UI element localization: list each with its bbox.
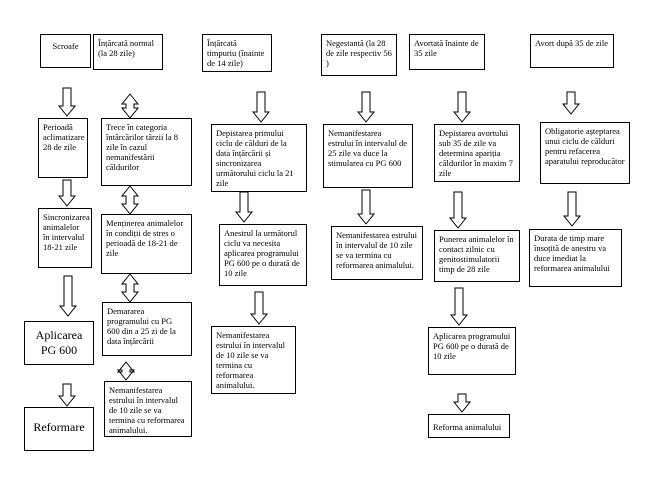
down-arrow bbox=[57, 87, 77, 117]
down-arrow bbox=[58, 275, 78, 317]
intarcari-tarzii-box: Trece în categoria întârcărilor târzii l… bbox=[101, 118, 192, 186]
down-arrow bbox=[356, 189, 376, 225]
down-arrow bbox=[249, 291, 269, 325]
conditii-stres-box: Menținerea animalelor în condiții de str… bbox=[101, 214, 192, 274]
negestanta-box: Negestantă (la 28 de zile respectiv 56 ) bbox=[321, 34, 397, 76]
depistare-avort-box: Depistarea avortului sub 35 de zile va d… bbox=[434, 124, 520, 182]
stimulare-pg600-box: Nemanifestarea estrului în intervalul de… bbox=[323, 124, 413, 188]
intarcata-normal-box: Înțărcată normal (la 28 zile) bbox=[93, 34, 163, 70]
down-arrow bbox=[57, 179, 77, 207]
avortata-inainte-box: Avortată înainte de 35 zile bbox=[409, 34, 485, 70]
anestru-ciclu-box: Anestrul la următorul ciclu va necesita … bbox=[219, 224, 307, 286]
down-arrow bbox=[561, 91, 581, 115]
depistare-ciclu-box: Depistarea primului ciclu de călduri de … bbox=[211, 124, 307, 192]
sincronizare-box: Sincronizarea animalelor în intervalul 1… bbox=[38, 208, 92, 268]
nemanifestare-estru-col4-box: Nemanifestarea estrului în intervalul de… bbox=[331, 226, 423, 280]
down-arrow bbox=[234, 191, 254, 223]
asteptare-ciclu-box: Obligatorie așteptarea unui ciclu de căl… bbox=[540, 122, 630, 184]
anestru-reformare-box: Durata de timp mare însoțită de anestru … bbox=[529, 229, 622, 287]
down-arrow bbox=[452, 91, 472, 123]
nemanifestare-estru-col3-box: Nemanifestarea estrului în intervalul de… bbox=[211, 326, 296, 394]
down-arrow bbox=[448, 191, 468, 229]
demarare-pg600-box: Demararea programului cu PG 600 din a 25… bbox=[102, 302, 192, 356]
down-arrow bbox=[562, 191, 582, 227]
intarcata-timpuriu-box: Înțărcată timpuriu (înainte de 14 zile) bbox=[202, 34, 272, 72]
aplicare-pg600-box: Aplicarea PG 600 bbox=[24, 321, 94, 365]
scroafe-header-box: Scroafe bbox=[40, 34, 91, 68]
double-arrow bbox=[120, 185, 140, 215]
nemanifestare-estru-col2-box: Nemanifestarea estrului în intervalul de… bbox=[104, 381, 192, 437]
genitostimulatori-box: Punerea animalelor în contact zilnic cu … bbox=[434, 230, 520, 282]
aplicare-pg600-col5-box: Aplicarea programului PG 600 pe o durată… bbox=[428, 327, 516, 375]
down-arrow bbox=[356, 91, 376, 123]
double-arrow bbox=[116, 361, 136, 381]
reforma-animalului-box: Reforma animalului bbox=[428, 414, 510, 438]
aclimatizare-box: Perioadă aclimatizare 28 de zile bbox=[38, 118, 88, 178]
down-arrow bbox=[251, 91, 271, 123]
down-arrow bbox=[57, 383, 77, 407]
double-arrow bbox=[120, 273, 140, 303]
avort-dupa-box: Avort după 35 de zile bbox=[530, 34, 614, 68]
down-arrow bbox=[449, 287, 469, 326]
reformare-box: Reformare bbox=[24, 407, 94, 451]
double-arrow bbox=[120, 93, 140, 119]
down-arrow bbox=[452, 393, 472, 413]
